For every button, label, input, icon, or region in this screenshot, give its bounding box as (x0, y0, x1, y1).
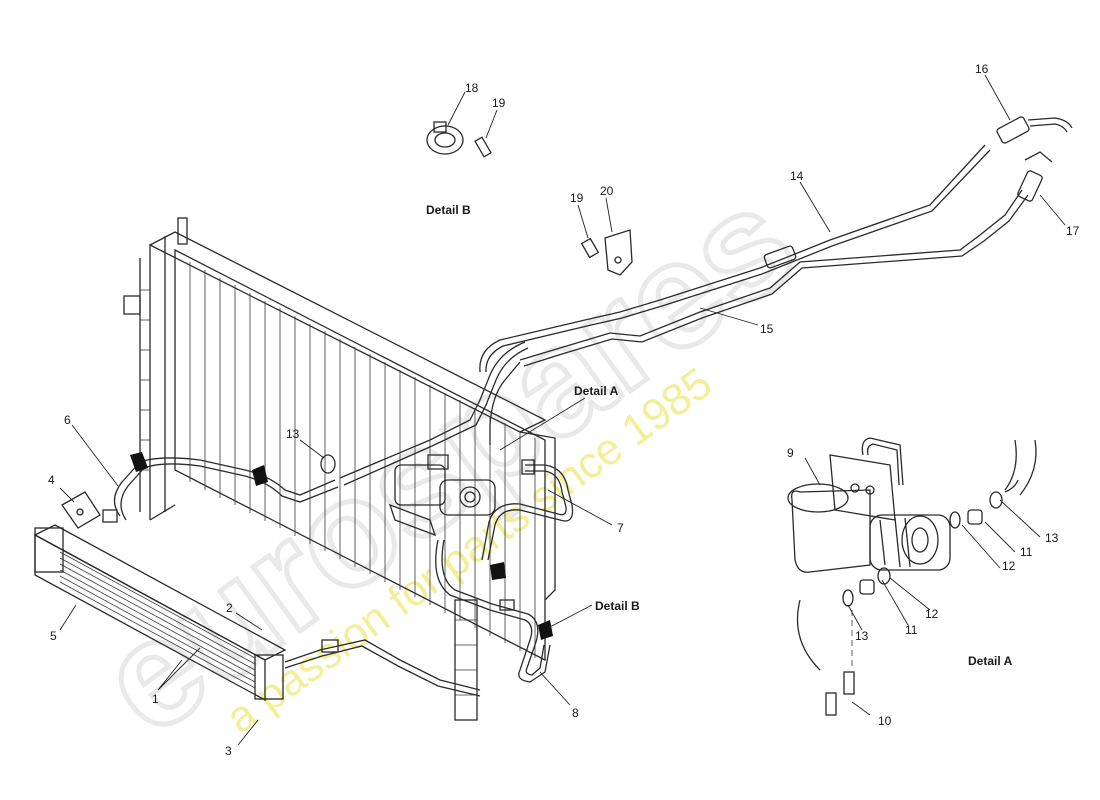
callout-11-left: 11 (905, 623, 918, 637)
callout-10: 10 (878, 714, 892, 728)
captions: Detail B Detail A Detail B Detail A (426, 203, 1013, 668)
pipe-8 (435, 539, 553, 683)
radiator-side-tank (123, 258, 150, 512)
pipe-15 (519, 189, 1029, 367)
callout-15: 15 (760, 322, 774, 336)
caption-detail-b-top: Detail B (426, 203, 471, 217)
watermark: eurospares a passion for parts since 198… (68, 152, 826, 768)
callout-17: 17 (1066, 224, 1080, 238)
callout-4: 4 (48, 473, 55, 487)
callout-7: 7 (617, 521, 624, 535)
callout-13-main: 13 (286, 427, 300, 441)
pipe-14 (479, 144, 991, 373)
callout-12-left: 12 (925, 607, 939, 621)
callout-13-detail-left: 13 (855, 629, 869, 643)
radiator (123, 217, 556, 721)
oil-cooler (33, 524, 287, 702)
detail-a-compressor (787, 437, 1037, 671)
callout-3: 3 (225, 744, 232, 758)
callout-13-detail-right: 13 (1045, 531, 1059, 545)
callout-19-top: 19 (492, 96, 506, 110)
watermark-brand: eurospares (70, 155, 823, 766)
caption-detail-a-inset: Detail A (968, 654, 1013, 668)
fitting-16 (996, 116, 1073, 144)
detail-b-clamp (426, 121, 492, 158)
callouts: 1 2 3 4 5 6 7 8 9 10 11 11 12 12 13 13 1… (48, 62, 1080, 758)
hose-clamp-13 (320, 454, 336, 474)
callout-14: 14 (790, 169, 804, 183)
callout-9: 9 (787, 446, 794, 460)
caption-detail-b-right: Detail B (595, 599, 640, 613)
callout-19-bracket: 19 (570, 191, 584, 205)
hose-6 (113, 452, 339, 521)
callout-1: 1 (152, 692, 159, 706)
callout-18: 18 (465, 81, 479, 95)
callout-11-right: 11 (1020, 545, 1033, 559)
mounting-bracket (61, 491, 118, 529)
cooler-return-pipe (284, 639, 481, 697)
pump-assembly (388, 454, 496, 537)
callout-8: 8 (572, 706, 579, 720)
radiator-right-tank (454, 431, 556, 721)
compressor-hoses (339, 341, 529, 486)
caption-detail-a-main: Detail A (574, 384, 619, 398)
callout-6: 6 (64, 413, 71, 427)
pipe-7 (481, 459, 574, 561)
leader-lines (59, 74, 1066, 746)
callout-5: 5 (50, 629, 57, 643)
callout-20: 20 (600, 184, 614, 198)
callout-16: 16 (975, 62, 989, 76)
radiator-fins (189, 262, 536, 658)
fitting-17 (1017, 151, 1053, 202)
callout-12-right: 12 (1002, 559, 1016, 573)
bracket-20 (580, 229, 633, 276)
callout-2: 2 (226, 601, 233, 615)
detail-a-fittings (825, 479, 1019, 716)
